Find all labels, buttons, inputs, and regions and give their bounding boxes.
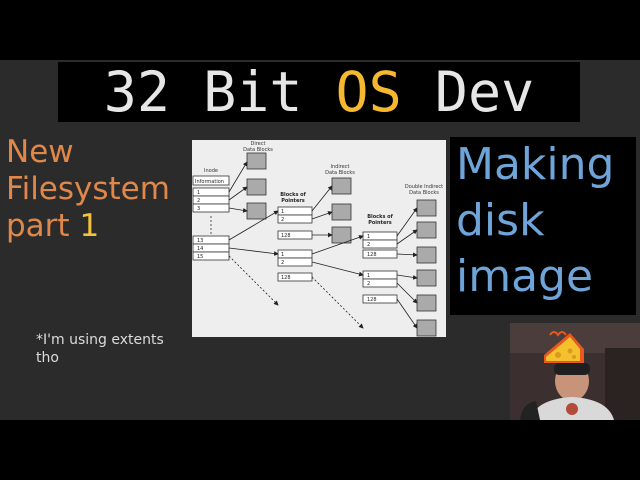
header-indirect-l1: Indirect <box>331 164 350 170</box>
direct-blocks <box>246 152 267 220</box>
pb2-row-2: 2 <box>281 260 284 266</box>
subtitle-part-word: part <box>6 208 80 244</box>
right-title-line-1: Making <box>456 139 615 190</box>
pb3-row-1: 1 <box>367 234 370 240</box>
pb1-row-128: 128 <box>281 233 291 239</box>
main-title: 32 Bit OS Dev <box>58 62 580 122</box>
bop2-l2: Pointers <box>368 220 392 226</box>
diagram-dashed-arrows <box>228 255 364 329</box>
making-disk-image-box: Making disk image <box>450 137 636 315</box>
inode-labels: Information 1 2 3 13 14 15 <box>195 179 224 260</box>
inode-row-13: 13 <box>197 238 203 244</box>
top-letterbox <box>0 0 640 60</box>
pb1-row-1: 1 <box>281 209 284 215</box>
pb1-row-2: 2 <box>281 217 284 223</box>
inode-row-14: 14 <box>197 246 203 252</box>
subtitle-new-filesystem: New Filesystem part 1 <box>6 134 170 245</box>
header-direct-l2: Data Blocks <box>243 147 273 153</box>
inode-row-15: 15 <box>197 254 203 260</box>
title-suffix: Dev <box>401 60 535 124</box>
bop1-l2: Pointers <box>281 198 305 204</box>
pb2-row-128: 128 <box>281 275 291 281</box>
subtitle-line-2: Filesystem <box>6 171 170 207</box>
webcam-scene <box>510 323 640 420</box>
bottom-letterbox <box>0 420 640 480</box>
header-indirect-l2: Data Blocks <box>325 170 355 176</box>
extents-note: *I'm using extents tho <box>36 331 186 367</box>
subtitle-line-1: New <box>6 134 74 170</box>
right-title-line-3: image <box>456 251 594 302</box>
webcam-overlay <box>510 323 640 420</box>
pb3-row-2: 2 <box>367 242 370 248</box>
title-prefix: 32 Bit <box>103 60 336 124</box>
pb4-row-128: 128 <box>367 297 377 303</box>
header-double-l2: Data Blocks <box>409 190 439 196</box>
diagram-arrows <box>228 161 418 329</box>
inode-row-2: 2 <box>197 198 200 204</box>
inode-row-3: 3 <box>197 206 200 212</box>
bop1-l1: Blocks of <box>280 192 306 198</box>
person-cap <box>554 363 590 375</box>
pb4-row-1: 1 <box>367 273 370 279</box>
indirect-blocks <box>331 177 352 244</box>
inode-row-info: Information <box>195 179 224 185</box>
note-line-1: *I'm using extents <box>36 332 164 348</box>
pb4-row-2: 2 <box>367 281 370 287</box>
header-double-l1: Double Indirect <box>405 184 443 190</box>
title-highlight: OS <box>335 60 402 124</box>
header-inode: Inode <box>204 168 218 174</box>
pb2-row-1: 1 <box>281 252 284 258</box>
pb3-row-128: 128 <box>367 252 377 258</box>
subtitle-part-number: 1 <box>79 208 100 244</box>
subtitle-line-3: part 1 <box>6 208 170 245</box>
right-title-line-2: disk <box>456 195 545 246</box>
note-line-2: tho <box>36 350 59 366</box>
cheese-logo <box>544 331 584 363</box>
inode-row-1: 1 <box>197 190 200 196</box>
bop2-l1: Blocks of <box>367 214 393 220</box>
double-blocks <box>416 199 437 337</box>
header-direct-l1: Direct <box>251 141 266 147</box>
